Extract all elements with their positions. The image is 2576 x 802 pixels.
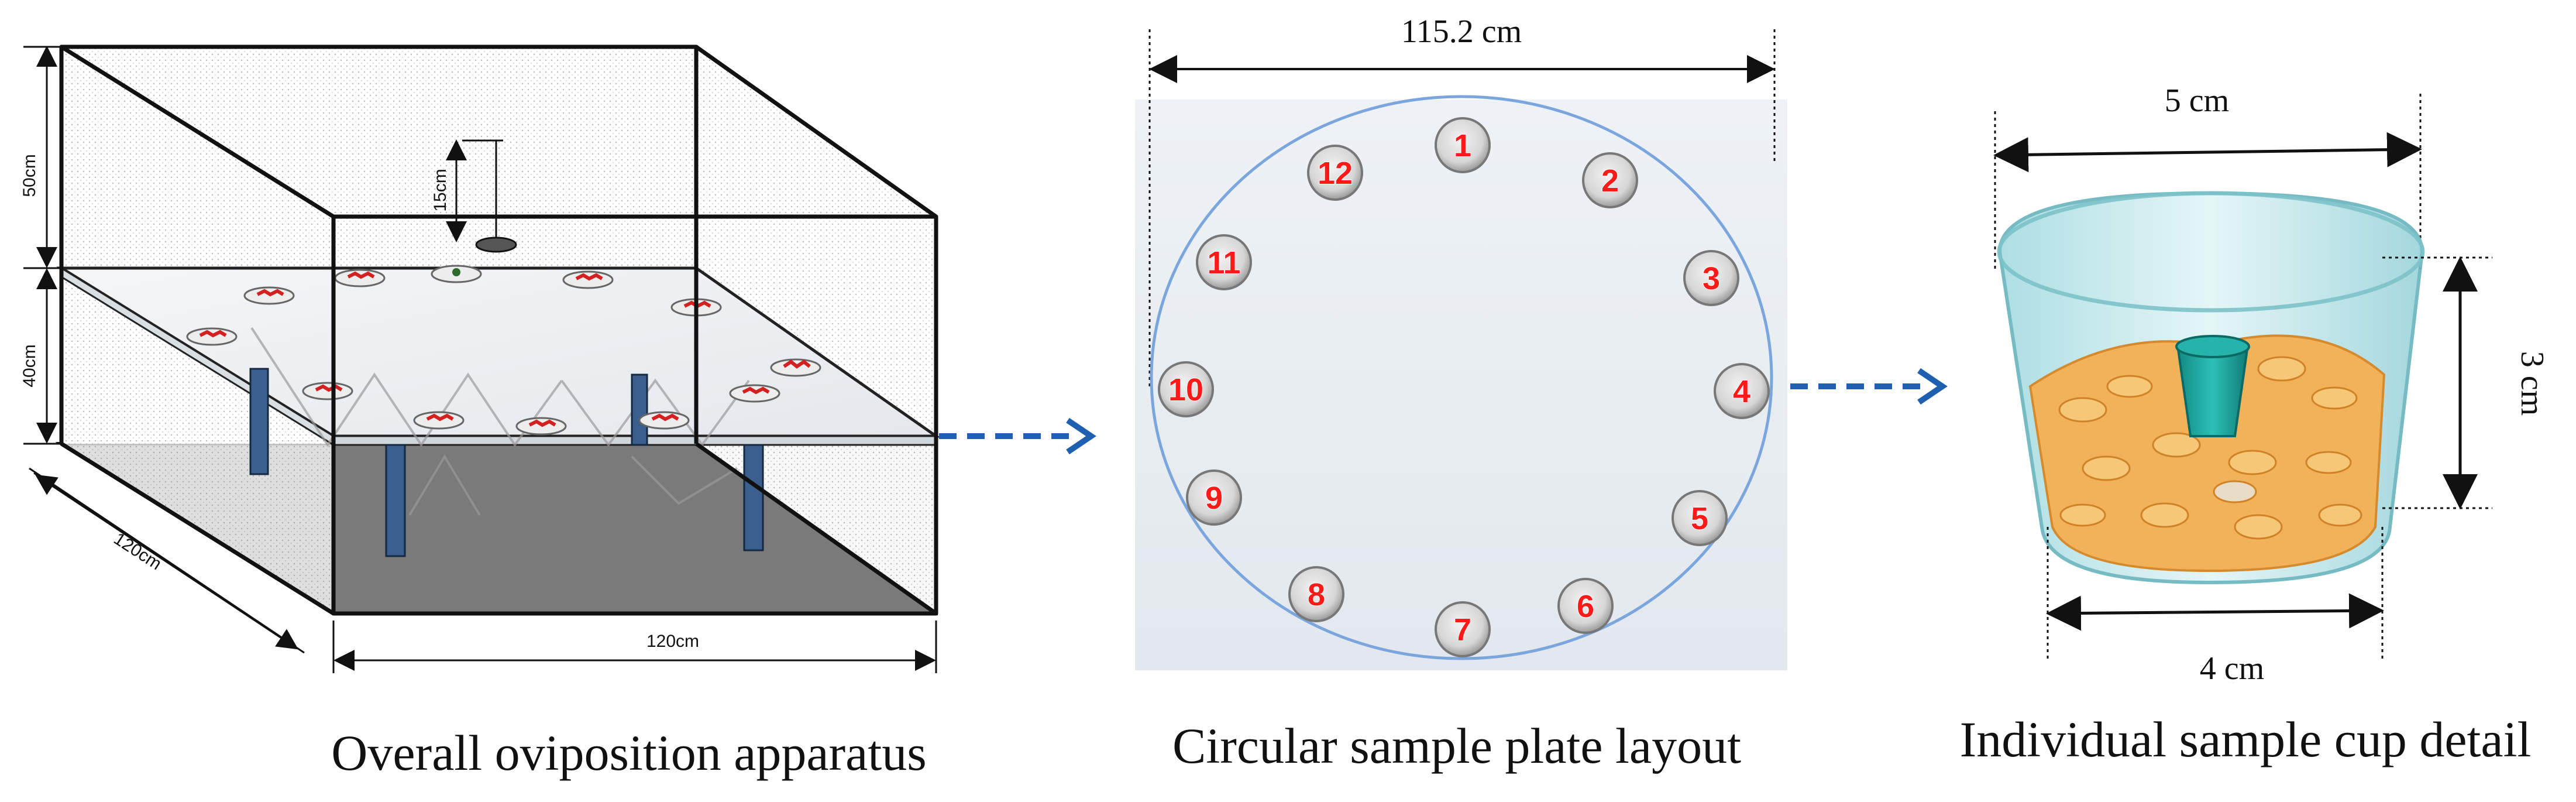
plate-6: 6 [1557, 578, 1614, 634]
plate-5: 5 [1672, 490, 1728, 546]
dim-label-plate-width: 115.2 cm [1401, 13, 1522, 50]
dish [515, 417, 567, 436]
dim-height-lines [23, 46, 61, 445]
plate-8: 8 [1288, 566, 1344, 622]
dish [334, 269, 386, 287]
plate-4: 4 [1714, 363, 1770, 419]
dish [638, 411, 690, 430]
plate-2: 2 [1582, 152, 1638, 208]
dim-cup-bottom [2046, 593, 2384, 631]
dim-label-cup-height: 3 cm [2514, 351, 2550, 416]
under-shelf-frame [250, 327, 750, 516]
cage-apparatus: 50cm 40cm 15cm 120cm 120cm [20, 44, 941, 673]
dim-depth [29, 467, 305, 654]
shelf-dishes [186, 265, 821, 436]
plate-1: 1 [1435, 117, 1491, 173]
dim-label-40cm: 40cm [20, 344, 39, 387]
dim-label-15cm: 15cm [431, 169, 450, 211]
arrow-right-dashed-icon [939, 417, 1096, 455]
plate-layout [1135, 29, 1787, 670]
cup-rim [1997, 191, 2425, 313]
dim-label-depth: 120cm [110, 529, 164, 574]
dish [729, 384, 780, 403]
cup-tube [2176, 344, 2250, 437]
sample-cup [1993, 94, 2492, 662]
svg-text:4: 4 [1733, 374, 1750, 409]
dish [431, 265, 482, 283]
plate-3: 3 [1683, 250, 1739, 306]
svg-text:3: 3 [1703, 261, 1720, 296]
caption-right: Individual sample cup detail [1960, 711, 2532, 767]
dim-cup-top [1993, 132, 2422, 173]
caption-middle: Circular sample plate layout [1172, 718, 1741, 774]
dim-label-width: 120cm [646, 632, 699, 651]
dim-label-cup-top: 5 cm [2165, 83, 2229, 119]
cage-top-mesh [61, 47, 936, 217]
plate-7: 7 [1435, 601, 1491, 657]
hanging-dish [462, 139, 517, 253]
plate-background [1135, 100, 1787, 670]
plate-9: 9 [1186, 469, 1242, 526]
dim-label-cup-bottom: 4 cm [2200, 650, 2264, 687]
dim-label-50cm: 50cm [20, 154, 39, 197]
svg-text:12: 12 [1318, 156, 1353, 191]
dish [186, 327, 238, 346]
svg-text:8: 8 [1308, 577, 1325, 612]
svg-text:9: 9 [1205, 481, 1223, 516]
plate-10: 10 [1158, 361, 1214, 417]
caption-left: Overall oviposition apparatus [331, 725, 926, 781]
cage-legs [249, 368, 764, 557]
svg-text:7: 7 [1454, 612, 1471, 647]
svg-text:10: 10 [1168, 372, 1203, 407]
svg-text:5: 5 [1691, 501, 1708, 536]
plate-circle [1150, 95, 1773, 660]
svg-text:2: 2 [1601, 163, 1619, 198]
plate-dishes: 1 2 3 4 5 6 7 8 9 10 11 12 [1158, 117, 1770, 657]
svg-text:1: 1 [1454, 128, 1471, 163]
dish [562, 270, 614, 289]
arrow-right-dashed-icon [1790, 368, 1948, 405]
dim-width [332, 621, 937, 673]
dish [243, 286, 295, 305]
dish [770, 358, 821, 377]
dish [413, 411, 465, 430]
plate-11: 11 [1196, 234, 1252, 290]
dish [302, 382, 353, 400]
svg-text:6: 6 [1577, 589, 1594, 624]
svg-text:11: 11 [1207, 245, 1240, 280]
plate-12: 12 [1307, 145, 1363, 201]
